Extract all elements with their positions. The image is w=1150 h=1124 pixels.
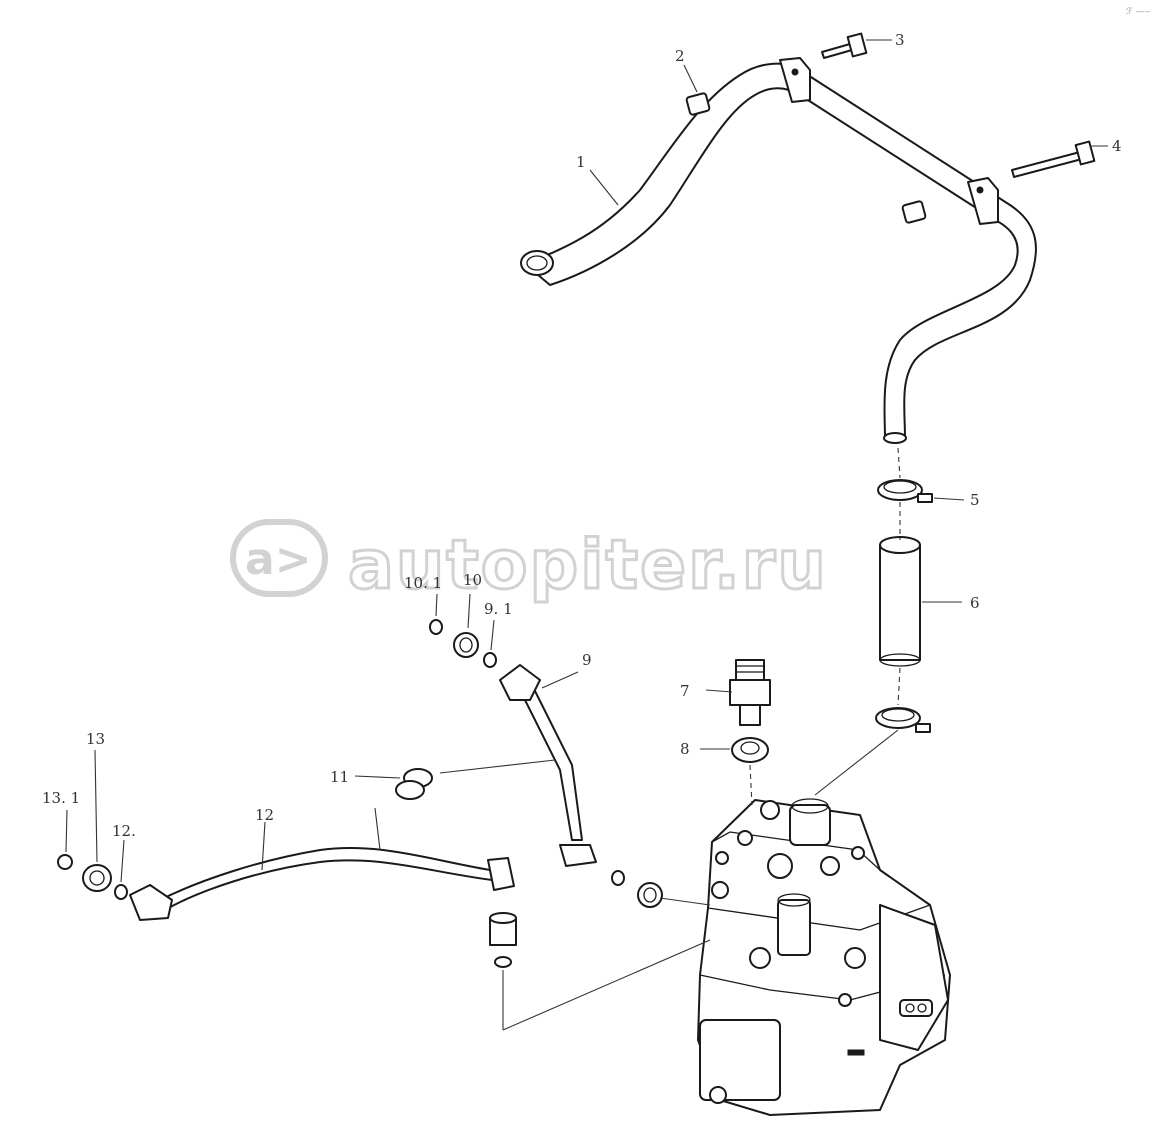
callout-6: 6 [970,594,980,612]
callouts: 2 3 4 1 5 6 7 8 9 9. 1 10. 1 10 11 12 12… [42,31,1122,840]
callout-2: 2 [675,47,685,65]
pipe-9 [499,664,597,867]
callout-4: 4 [1112,137,1122,155]
hose-6 [879,536,921,667]
callout-10-1: 10. 1 [404,574,442,592]
callout-3: 3 [895,31,905,49]
washer-8 [731,737,769,763]
union-7 [729,659,771,726]
callout-10: 10 [463,571,482,589]
watermark-logo-icon [230,519,328,597]
callout-11: 11 [330,768,349,786]
callout-1: 1 [576,153,586,171]
callout-7: 7 [680,682,690,700]
callout-5: 5 [970,491,980,509]
bracket-upper [779,57,811,103]
assembly-paths [502,447,901,1031]
fitting-13 [57,854,128,900]
watermark-logo-glyph: a> [245,534,312,585]
bolt-3 [821,32,868,59]
sleeve-2 [685,92,927,224]
bolt-4 [1011,140,1096,178]
pipe-12 [129,847,517,968]
clip-11 [395,768,433,800]
bracket-lower [967,177,999,225]
callout-13-1: 13. 1 [42,789,80,807]
corner-mark: ℱ —— [1126,7,1150,17]
callout-8: 8 [680,740,690,758]
leader-lines [65,39,1108,883]
callout-13: 13 [86,730,105,748]
pipe-main [520,57,1037,444]
clamp-5-lower [875,707,931,733]
callout-12-1: 12. [112,822,136,840]
watermark: a> autopiter.ru [230,519,828,607]
callout-9-1: 9. 1 [484,600,513,618]
watermark-text: autopiter.ru [348,526,828,605]
callout-9: 9 [582,651,592,669]
callout-12: 12 [255,806,274,824]
fitting-10 [429,619,663,908]
compressor [697,798,951,1116]
clamp-5 [877,479,933,503]
